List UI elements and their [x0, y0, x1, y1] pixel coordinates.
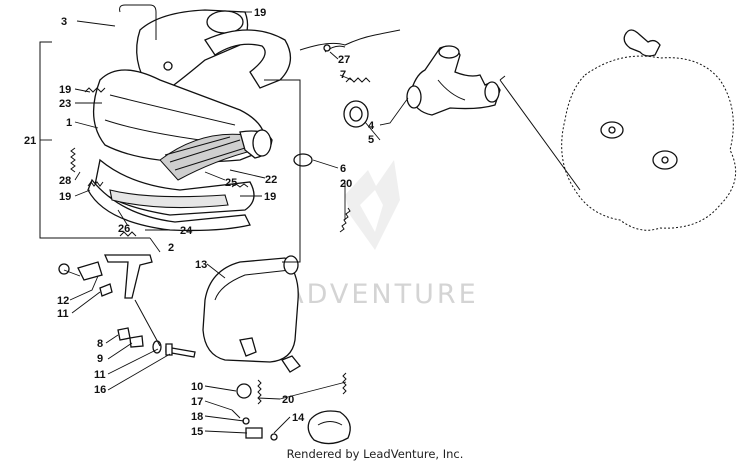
- callout-11-lower: 11: [94, 369, 106, 381]
- render-credit: Rendered by LeadVenture, Inc.: [286, 447, 464, 461]
- lower-hardware: [231, 383, 351, 445]
- callout-21: 21: [24, 135, 36, 147]
- callout-19-lower: 19: [59, 191, 71, 203]
- engine-case: [499, 29, 737, 231]
- callout-3: 3: [61, 16, 67, 28]
- callout-13: 13: [195, 259, 207, 271]
- callout-8: 8: [97, 338, 103, 350]
- callout-16: 16: [94, 384, 106, 396]
- callout-4: 4: [368, 120, 375, 132]
- callout-20-top: 20: [340, 178, 352, 190]
- callout-25: 25: [225, 177, 237, 189]
- manifold-spring: [345, 77, 371, 83]
- callout-11-upper: 11: [57, 308, 69, 320]
- muffler: [202, 79, 301, 373]
- mount-hardware: [58, 254, 196, 358]
- callout-7: 7: [340, 69, 346, 81]
- callout-27: 27: [338, 54, 350, 66]
- watermark-logo: [345, 160, 400, 250]
- grommet: [293, 153, 313, 167]
- exhaust-manifold: [406, 45, 501, 116]
- callout-26: 26: [118, 223, 130, 235]
- callout-5: 5: [368, 134, 374, 146]
- callout-19-top: 19: [254, 7, 266, 19]
- callout-6: 6: [340, 163, 346, 175]
- manifold-seal: [343, 100, 369, 128]
- callout-24: 24: [180, 225, 193, 237]
- callout-19-left: 19: [59, 84, 71, 96]
- callout-2: 2: [168, 242, 174, 254]
- callout-15: 15: [191, 426, 203, 438]
- muffler-springs: [257, 207, 351, 405]
- callout-17: 17: [191, 396, 203, 408]
- callout-20-bottom: 20: [282, 394, 294, 406]
- callout-28: 28: [59, 175, 71, 187]
- expansion-chamber: [87, 9, 292, 232]
- callout-9: 9: [97, 353, 103, 365]
- callout-1: 1: [66, 117, 72, 129]
- callout-labels: 3 19 19 23 1 21 28 19 22 25 19 26 24 2 2…: [24, 7, 375, 438]
- callout-23: 23: [59, 98, 71, 110]
- callout-18: 18: [191, 411, 203, 423]
- callout-10: 10: [191, 381, 203, 393]
- cable: [299, 29, 401, 52]
- callout-12: 12: [57, 295, 69, 307]
- callout-19-right: 19: [264, 191, 276, 203]
- callout-22: 22: [265, 174, 277, 186]
- exhaust-springs: [70, 4, 346, 237]
- leader-lines: [40, 11, 409, 434]
- callout-14: 14: [292, 412, 305, 424]
